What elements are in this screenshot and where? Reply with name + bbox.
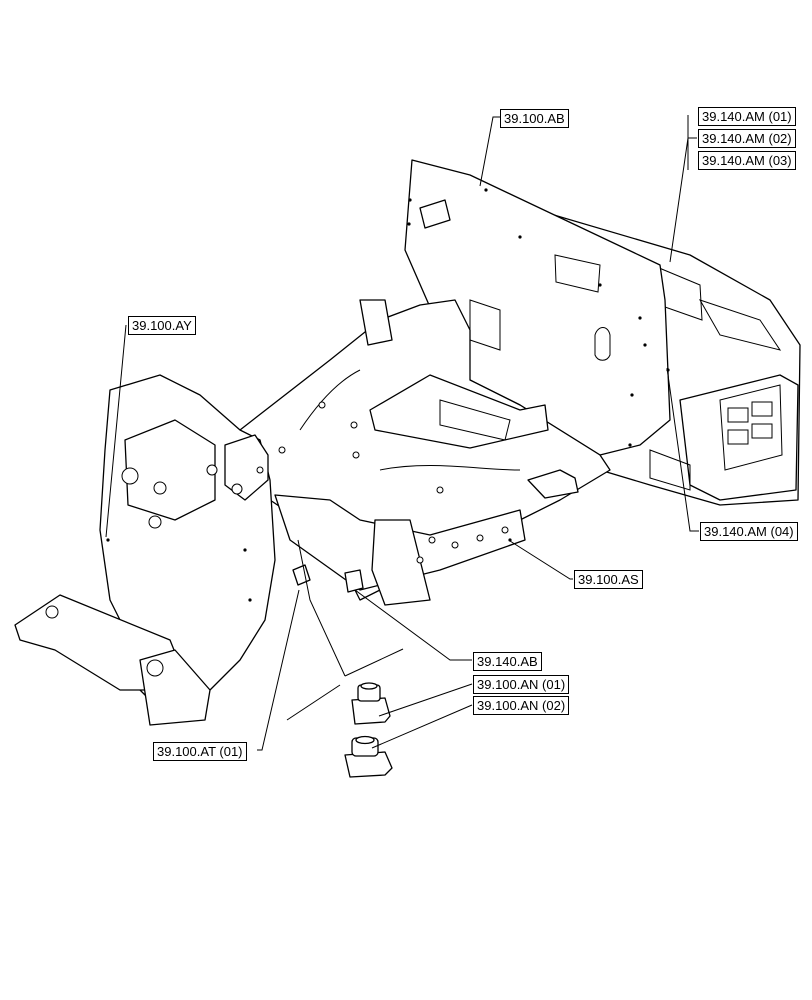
callout-39-140-am-03: 39.140.AM (03)	[698, 151, 796, 170]
callout-39-140-am-01: 39.140.AM (01)	[698, 107, 796, 126]
front-boom-mount	[14, 374, 276, 726]
mount-assembly-02	[344, 735, 393, 778]
callout-39-100-as: 39.100.AS	[574, 570, 643, 589]
callout-39-100-at-01: 39.100.AT (01)	[153, 742, 247, 761]
callout-39-100-an-01: 39.100.AN (01)	[473, 675, 570, 694]
leader-lines	[105, 115, 699, 751]
callout-39-140-am-04: 39.140.AM (04)	[700, 522, 798, 541]
callout-39-100-an-02: 39.100.AN (02)	[473, 696, 570, 715]
callout-39-140-am-02: 39.140.AM (02)	[698, 129, 796, 148]
main-frame	[239, 299, 632, 606]
mount-assembly-01	[351, 682, 391, 725]
callout-39-140-ab: 39.140.AB	[473, 652, 542, 671]
callout-39-100-ay: 39.100.AY	[128, 316, 196, 335]
callout-39-100-ab: 39.100.AB	[500, 109, 569, 128]
